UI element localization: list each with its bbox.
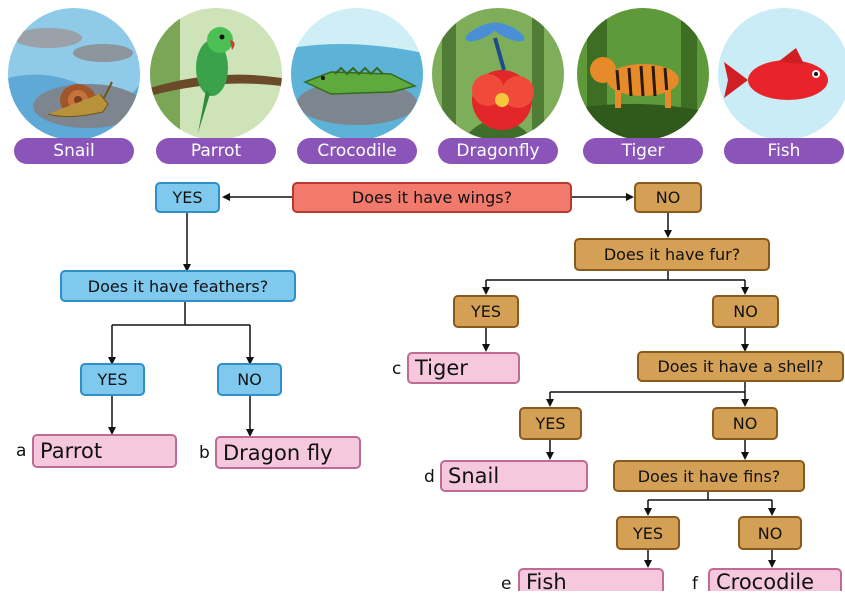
answer-snail: Snail <box>440 460 588 492</box>
dragonfly-icon <box>432 8 564 140</box>
snail-icon <box>8 8 140 140</box>
question-wings: Does it have wings? <box>292 182 572 213</box>
yes-node-wings: YES <box>155 182 220 213</box>
question-fur: Does it have fur? <box>574 238 770 271</box>
answer-letter-d: d <box>424 467 435 487</box>
yes-node-feathers: YES <box>80 363 145 396</box>
no-node-shell: NO <box>712 407 778 440</box>
yes-node-fins: YES <box>616 516 680 550</box>
yes-node-shell: YES <box>519 407 582 440</box>
question-fins: Does it have fins? <box>613 460 805 492</box>
animal-label: Snail <box>14 138 134 164</box>
animal-card-parrot: Parrot <box>150 8 282 166</box>
question-feathers: Does it have feathers? <box>60 270 296 302</box>
answer-letter-b: b <box>199 443 210 463</box>
fish-icon <box>718 8 845 140</box>
animal-label: Tiger <box>583 138 703 164</box>
answer-tiger: Tiger <box>407 352 520 384</box>
answer-letter-a: a <box>16 441 27 461</box>
answer-dragon-fly: Dragon fly <box>215 436 361 469</box>
no-node-fins: NO <box>738 516 802 550</box>
question-shell: Does it have a shell? <box>637 351 844 382</box>
animal-label: Dragonfly <box>438 138 558 164</box>
animal-label: Crocodile <box>297 138 417 164</box>
animal-label: Fish <box>724 138 844 164</box>
answer-parrot: Parrot <box>32 434 177 468</box>
animal-card-tiger: Tiger <box>577 8 709 166</box>
animal-card-fish: Fish <box>718 8 845 166</box>
answer-letter-c: c <box>392 359 402 379</box>
answer-letter-f: f <box>692 574 698 594</box>
no-node-fur: NO <box>712 295 779 328</box>
no-node-wings: NO <box>634 182 702 213</box>
animal-label: Parrot <box>156 138 276 164</box>
answer-letter-e: e <box>501 574 512 594</box>
answer-crocodile: Crocodile <box>708 568 842 594</box>
animal-card-snail: Snail <box>8 8 140 166</box>
animal-card-crocodile: Crocodile <box>291 8 423 166</box>
tiger-icon <box>577 8 709 140</box>
animal-card-dragonfly: Dragonfly <box>432 8 564 166</box>
crocodile-icon <box>291 8 423 140</box>
answer-fish: Fish <box>518 568 664 594</box>
no-node-feathers: NO <box>217 363 282 396</box>
yes-node-fur: YES <box>453 295 519 328</box>
